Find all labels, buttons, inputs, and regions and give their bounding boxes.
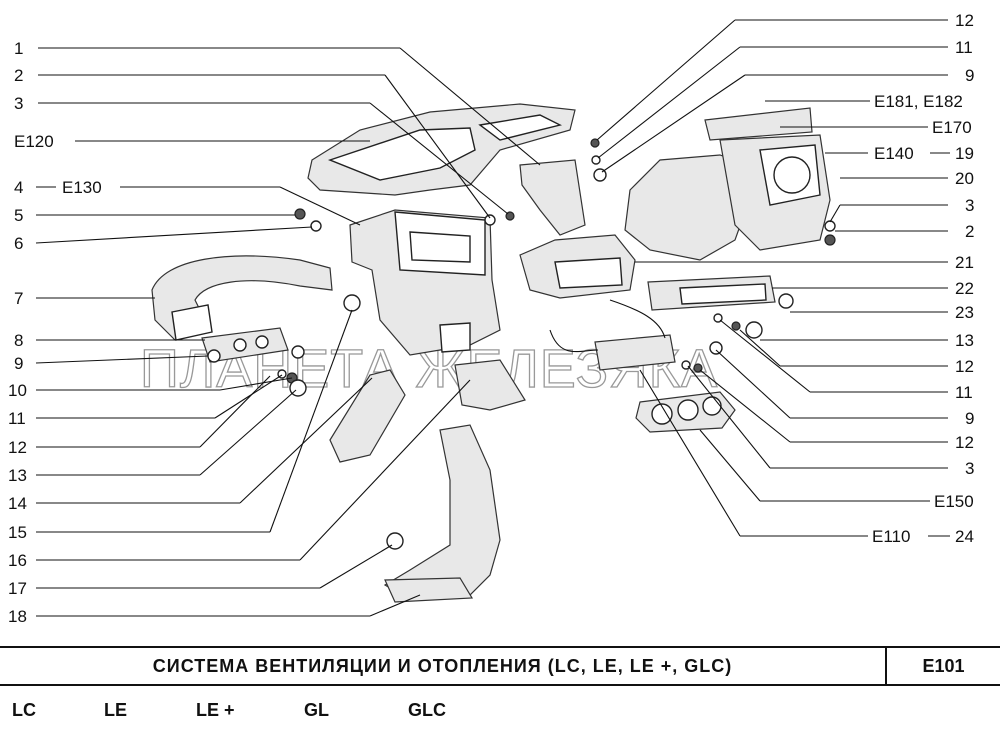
callout-r-21: 21	[955, 253, 974, 272]
callout-2: 2	[14, 66, 23, 85]
callout-r-12: 12	[955, 11, 974, 30]
right-vent-part	[647, 275, 776, 311]
callout-15: 15	[8, 523, 27, 542]
callout-r-24: 24	[955, 527, 974, 546]
callout-e140: E140	[874, 144, 914, 163]
callout-3: 3	[14, 94, 23, 113]
callout-1: 1	[14, 39, 23, 58]
title-bar: СИСТЕМА ВЕНТИЛЯЦИИ И ОТОПЛЕНИЯ (LC, LE, …	[0, 646, 1000, 686]
callout-r-12c: 12	[955, 433, 974, 452]
right-callouts: 12 11 9 E181, E182 E170 E140 19 20 3 2 2…	[596, 11, 974, 546]
callout-r-13: 13	[955, 331, 974, 350]
left-air-duct-part	[151, 255, 333, 341]
callout-r-12b: 12	[955, 357, 974, 376]
dashboard-frame-part	[307, 103, 576, 196]
callout-9: 9	[14, 354, 23, 373]
callout-6: 6	[14, 234, 23, 253]
callout-r-2: 2	[965, 222, 974, 241]
left-vent-part	[201, 327, 289, 363]
callout-14: 14	[8, 494, 27, 513]
callout-e170: E170	[932, 118, 972, 137]
variant-gl: GL	[304, 700, 329, 720]
callout-16: 16	[8, 551, 27, 570]
callout-17: 17	[8, 579, 27, 598]
fasteners-part	[207, 138, 836, 550]
title-divider	[885, 648, 887, 684]
callout-5: 5	[14, 206, 23, 225]
callout-r-9b: 9	[965, 409, 974, 428]
central-duct-part	[519, 159, 636, 299]
variant-lc: LC	[12, 700, 36, 720]
callout-10: 10	[8, 381, 27, 400]
callout-r-22: 22	[955, 279, 974, 298]
callout-r-11b: 11	[955, 383, 973, 402]
variant-le-plus: LE +	[196, 700, 235, 720]
callout-13: 13	[8, 466, 27, 485]
callout-r-9: 9	[965, 66, 974, 85]
floor-duct-part	[329, 359, 526, 603]
callout-r-19: 19	[955, 144, 974, 163]
exploded-parts-diagram: ПЛАНЕТА ЖЕЛЕЗЯКА	[8, 11, 974, 626]
callout-r-11: 11	[955, 38, 973, 57]
callout-e130: E130	[62, 178, 102, 197]
callout-4: 4	[14, 178, 23, 197]
heater-unit-part	[349, 209, 501, 356]
left-callouts: 1 2 3 E120 4 E130 5 6 7 8 9 10 11 12 13 …	[8, 39, 541, 626]
callout-7: 7	[14, 289, 23, 308]
callout-r-3b: 3	[965, 459, 974, 478]
callout-r-23: 23	[955, 303, 974, 322]
callout-18: 18	[8, 607, 27, 626]
variant-glc: GLC	[408, 700, 446, 720]
callout-e150: E150	[934, 492, 974, 511]
callout-r-3: 3	[965, 196, 974, 215]
diagram-code: E101	[922, 656, 965, 676]
callout-8: 8	[14, 331, 23, 350]
callout-12: 12	[8, 438, 27, 457]
diagram-title: СИСТЕМА ВЕНТИЛЯЦИИ И ОТОПЛЕНИЯ (LC, LE, …	[152, 656, 733, 676]
callout-e181-e182: E181, E182	[874, 92, 963, 111]
callout-11: 11	[8, 409, 26, 428]
callout-r-20: 20	[955, 169, 974, 188]
callout-e110: E110	[872, 527, 910, 546]
control-unit-part	[549, 299, 676, 371]
right-heater-housing-part	[624, 107, 831, 261]
callout-e120: E120	[14, 132, 54, 151]
variant-le: LE	[104, 700, 128, 720]
